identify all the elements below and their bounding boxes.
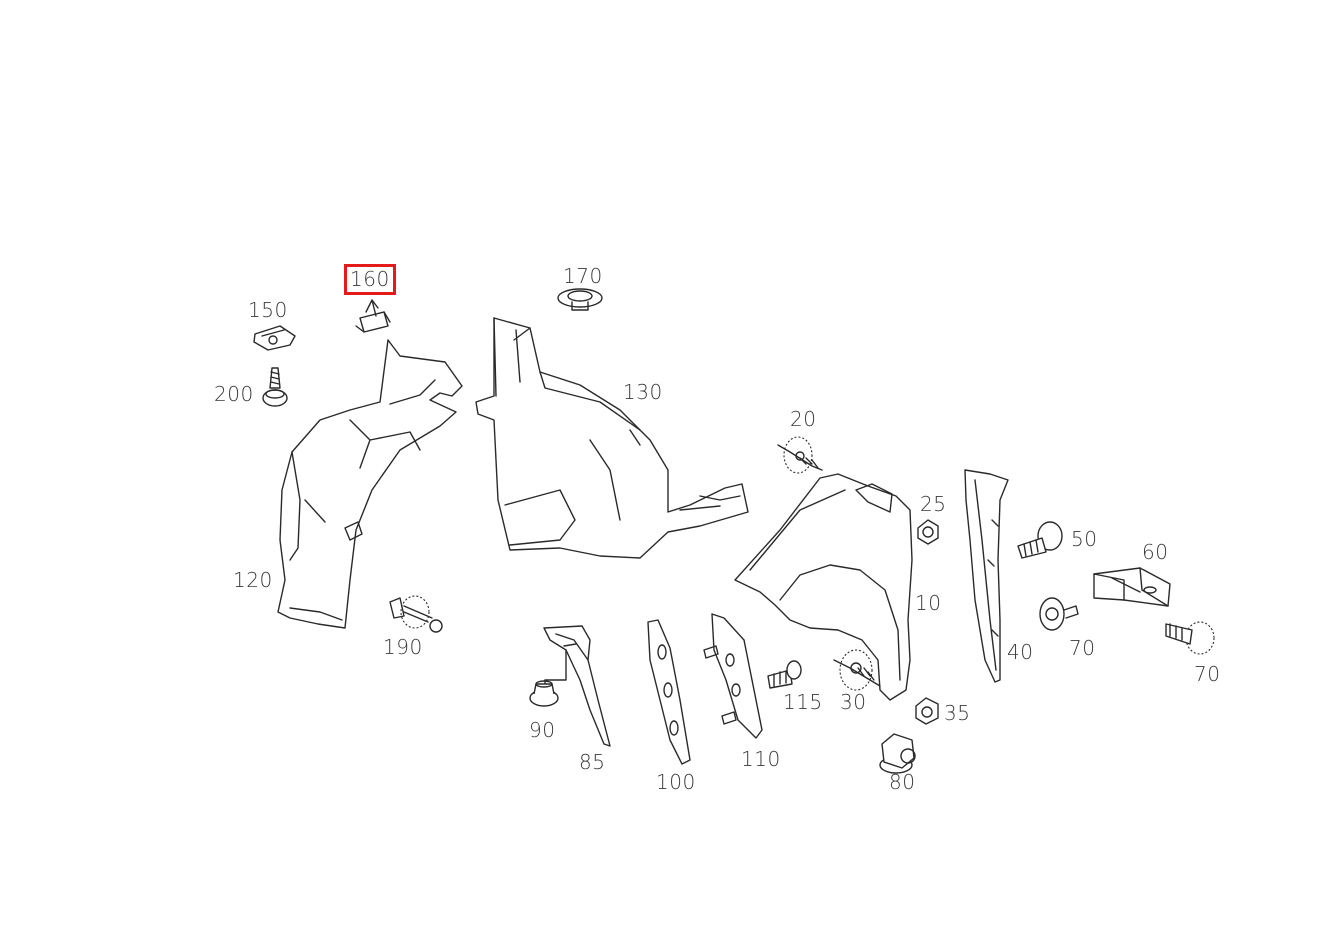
part-130-wheel-arch-liner-drawing	[475, 317, 749, 559]
part-190-clip-drawing	[389, 595, 443, 633]
part-70a-bolt-drawing	[1039, 597, 1079, 631]
part-115-bolt-drawing	[767, 660, 802, 689]
part-label-160[interactable]: 160	[344, 264, 396, 295]
part-30-bolt-drawing	[833, 649, 881, 691]
part-120-wheel-arch-liner-drawing	[277, 339, 463, 629]
part-10-fender-drawing	[734, 473, 913, 701]
part-40-bracket-drawing	[964, 469, 1009, 683]
part-100-plate-drawing	[647, 619, 691, 765]
part-110-block-drawing	[703, 613, 763, 739]
part-label-100[interactable]: 100	[656, 770, 696, 794]
part-150-clip-nut-drawing	[253, 325, 296, 351]
part-label-60[interactable]: 60	[1142, 540, 1169, 564]
part-label-25[interactable]: 25	[920, 492, 947, 516]
part-50-rivet-drawing	[1017, 521, 1063, 559]
part-label-190[interactable]: 190	[383, 635, 423, 659]
part-label-35[interactable]: 35	[944, 701, 971, 725]
part-label-170[interactable]: 170	[563, 264, 603, 288]
part-80-flange-nut-drawing	[879, 733, 916, 774]
part-label-90[interactable]: 90	[529, 718, 556, 742]
part-label-40[interactable]: 40	[1007, 640, 1034, 664]
part-label-200[interactable]: 200	[214, 382, 254, 406]
part-170-clip-drawing	[557, 288, 603, 311]
part-200-screw-drawing	[262, 367, 288, 407]
part-70b-bolt-drawing	[1165, 621, 1215, 655]
part-label-80[interactable]: 80	[889, 770, 916, 794]
part-20-bolt-drawing	[777, 436, 823, 474]
part-label-110[interactable]: 110	[741, 747, 781, 771]
part-label-20[interactable]: 20	[790, 407, 817, 431]
part-35-nut-drawing	[915, 697, 939, 725]
part-25-nut-drawing	[917, 519, 939, 545]
part-160-clip-drawing	[355, 299, 391, 333]
part-label-115[interactable]: 115	[783, 690, 823, 714]
part-label-85[interactable]: 85	[579, 750, 606, 774]
part-label-70b[interactable]: 70	[1194, 662, 1221, 686]
part-label-10[interactable]: 10	[915, 591, 942, 615]
part-label-70a[interactable]: 70	[1069, 636, 1096, 660]
part-label-30[interactable]: 30	[840, 690, 867, 714]
part-85-bracket-drawing	[543, 625, 611, 747]
part-label-50[interactable]: 50	[1071, 527, 1098, 551]
part-90-nut-drawing	[529, 680, 559, 707]
part-label-120[interactable]: 120	[233, 568, 273, 592]
part-label-130[interactable]: 130	[623, 380, 663, 404]
part-60-bracket-drawing	[1093, 567, 1171, 607]
part-label-150[interactable]: 150	[248, 298, 288, 322]
